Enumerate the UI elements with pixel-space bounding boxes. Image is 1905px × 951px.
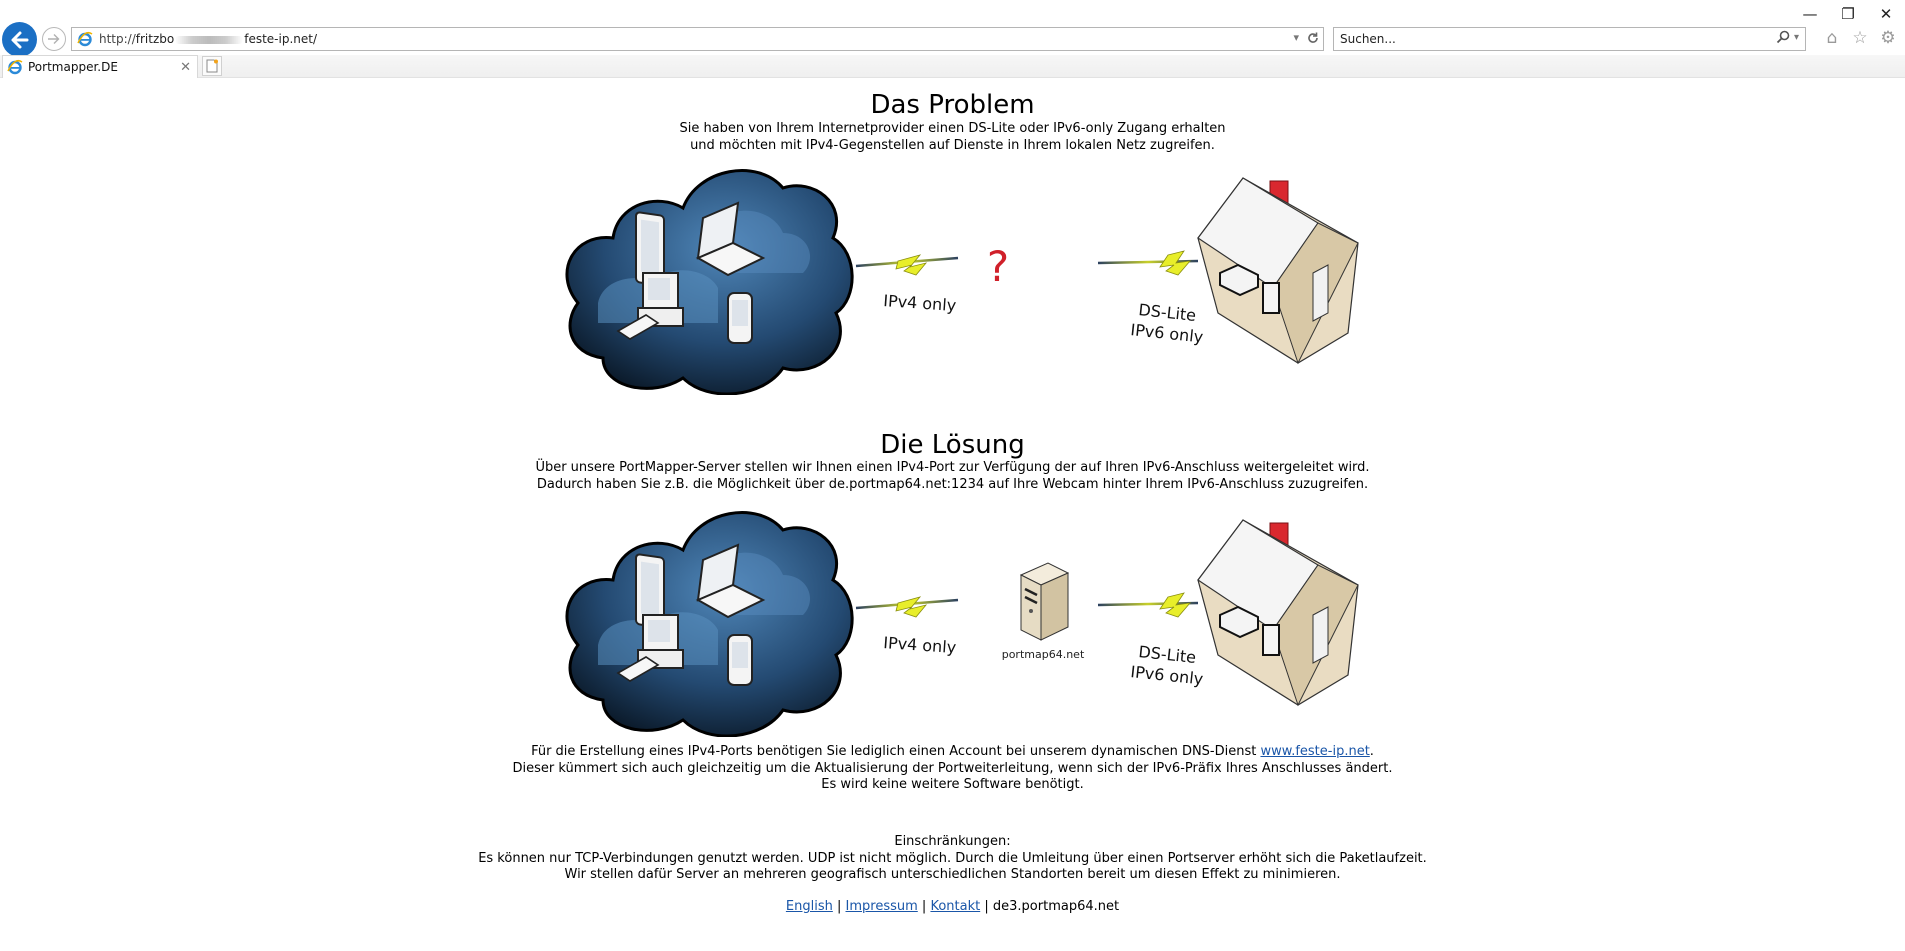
close-tab-icon[interactable]: ✕: [180, 59, 191, 75]
back-button[interactable]: [2, 22, 37, 57]
close-window-button[interactable]: ✕: [1879, 5, 1893, 23]
tab-portmapper[interactable]: Portmapper.DE ✕: [2, 55, 198, 78]
address-dropdown-icon[interactable]: ▾: [1293, 31, 1299, 44]
house-router-icon: [1197, 519, 1359, 707]
address-tools: ▾: [1293, 31, 1319, 44]
problem-line-2: und möchten mit IPv4-Gegenstellen auf Di…: [690, 137, 1215, 153]
account-line-1-suffix: .: [1369, 744, 1374, 759]
search-icon[interactable]: [1776, 30, 1790, 44]
solution-line-2: Dadurch haben Sie z.B. die Möglichkeit ü…: [536, 476, 1369, 492]
ie-tab-icon: [7, 59, 23, 75]
account-info: Für die Erstellung eines IPv4-Ports benö…: [0, 744, 1905, 794]
ipv4-only-label: IPv4 only: [883, 633, 957, 657]
restrictions-line-1: Es können nur TCP-Verbindungen genutzt w…: [478, 850, 1427, 866]
window-controls: — ❐ ✕: [1791, 4, 1905, 24]
problem-title: Das Problem: [870, 90, 1035, 120]
arrow-right-icon: [48, 34, 60, 44]
solution-line-1: Über unsere PortMapper-Server stellen wi…: [535, 460, 1370, 475]
solution-diagram: IPv4 only portmap64.net DS-Lite IPv6 onl…: [558, 505, 1364, 737]
footer: English | Impressum | Kontakt | de3.port…: [0, 899, 1905, 914]
house-router-icon: [1197, 177, 1359, 365]
cloud-devices-icon: [565, 169, 854, 395]
url-host-end: feste-ip.net/: [244, 32, 318, 46]
account-line-1: Für die Erstellung eines IPv4-Ports benö…: [0, 744, 1905, 761]
server-tower-icon: [1019, 562, 1070, 641]
solution-title: Die Lösung: [880, 430, 1025, 460]
server-label: portmap64.net: [1002, 648, 1085, 661]
restrictions-line-2: Wir stellen dafür Server an mehreren geo…: [564, 867, 1341, 882]
footer-separator: |: [921, 899, 927, 914]
restrictions-heading: Einschränkungen:: [894, 834, 1011, 849]
search-dropdown-icon[interactable]: ▾: [1793, 31, 1799, 43]
minimize-button[interactable]: —: [1802, 5, 1818, 23]
settings-gear-icon[interactable]: ⚙: [1880, 28, 1896, 48]
footer-separator: |: [836, 899, 842, 914]
tab-title: Portmapper.DE: [28, 60, 118, 74]
url-scheme: http://: [99, 32, 136, 46]
account-line-1-text: Für die Erstellung eines IPv4-Ports benö…: [531, 744, 1261, 759]
home-icon[interactable]: ⌂: [1826, 28, 1838, 48]
address-url[interactable]: http://fritzbo feste-ip.net/: [99, 32, 317, 46]
command-icons: ⌂ ☆ ⚙: [1822, 27, 1905, 49]
footer-link-english[interactable]: English: [785, 899, 833, 914]
ipv6-link-bolt-icon: [1097, 250, 1199, 276]
search-tools: ▾: [1776, 30, 1799, 44]
footer-link-kontakt[interactable]: Kontakt: [930, 899, 981, 914]
question-mark: ?: [987, 242, 1009, 291]
feste-ip-link[interactable]: www.feste-ip.net: [1260, 744, 1370, 759]
problem-diagram: IPv4 only ? DS-Lite IPv6 only: [558, 163, 1364, 395]
search-box[interactable]: Suchen... ▾: [1333, 27, 1806, 51]
account-line-3: Es wird keine weitere Software benötigt.: [821, 777, 1084, 792]
page-content: Das Problem Sie haben von Ihrem Internet…: [0, 78, 1905, 951]
ipv6-link-bolt-icon: [1097, 592, 1199, 618]
footer-server-name: de3.portmap64.net: [992, 899, 1120, 914]
restore-button[interactable]: ❐: [1841, 5, 1855, 23]
ipv4-link-bolt-icon: [855, 254, 959, 276]
solution-description: Über unsere PortMapper-Server stellen wi…: [0, 460, 1905, 493]
restrictions: Einschränkungen: Es können nur TCP-Verbi…: [0, 834, 1905, 884]
problem-description: Sie haben von Ihrem Internetprovider ein…: [0, 121, 1905, 154]
account-line-2: Dieser kümmert sich auch gleichzeitig um…: [512, 760, 1393, 776]
favorites-star-icon[interactable]: ☆: [1852, 28, 1868, 48]
forward-button[interactable]: [42, 27, 66, 51]
ie-page-icon: [77, 31, 93, 47]
arrow-left-icon: [11, 31, 28, 48]
ipv4-only-label: IPv4 only: [883, 291, 957, 315]
problem-line-1: Sie haben von Ihrem Internetprovider ein…: [679, 121, 1226, 136]
refresh-icon[interactable]: [1307, 32, 1319, 44]
new-tab-icon: [206, 59, 218, 73]
new-tab-button[interactable]: [202, 56, 222, 76]
footer-link-impressum[interactable]: Impressum: [845, 899, 918, 914]
footer-separator: |: [984, 899, 989, 914]
url-host-start: fritzbo: [135, 32, 175, 46]
cloud-devices-icon: [565, 511, 854, 737]
tab-bar: Portmapper.DE ✕: [0, 55, 1905, 78]
address-bar[interactable]: http://fritzbo feste-ip.net/ ▾: [71, 27, 1324, 51]
search-placeholder: Suchen...: [1340, 32, 1396, 46]
ipv4-link-bolt-icon: [855, 596, 959, 618]
url-redacted: [175, 35, 244, 44]
browser-chrome: — ❐ ✕ http://fritzbo feste-ip.net/ ▾: [0, 0, 1905, 78]
